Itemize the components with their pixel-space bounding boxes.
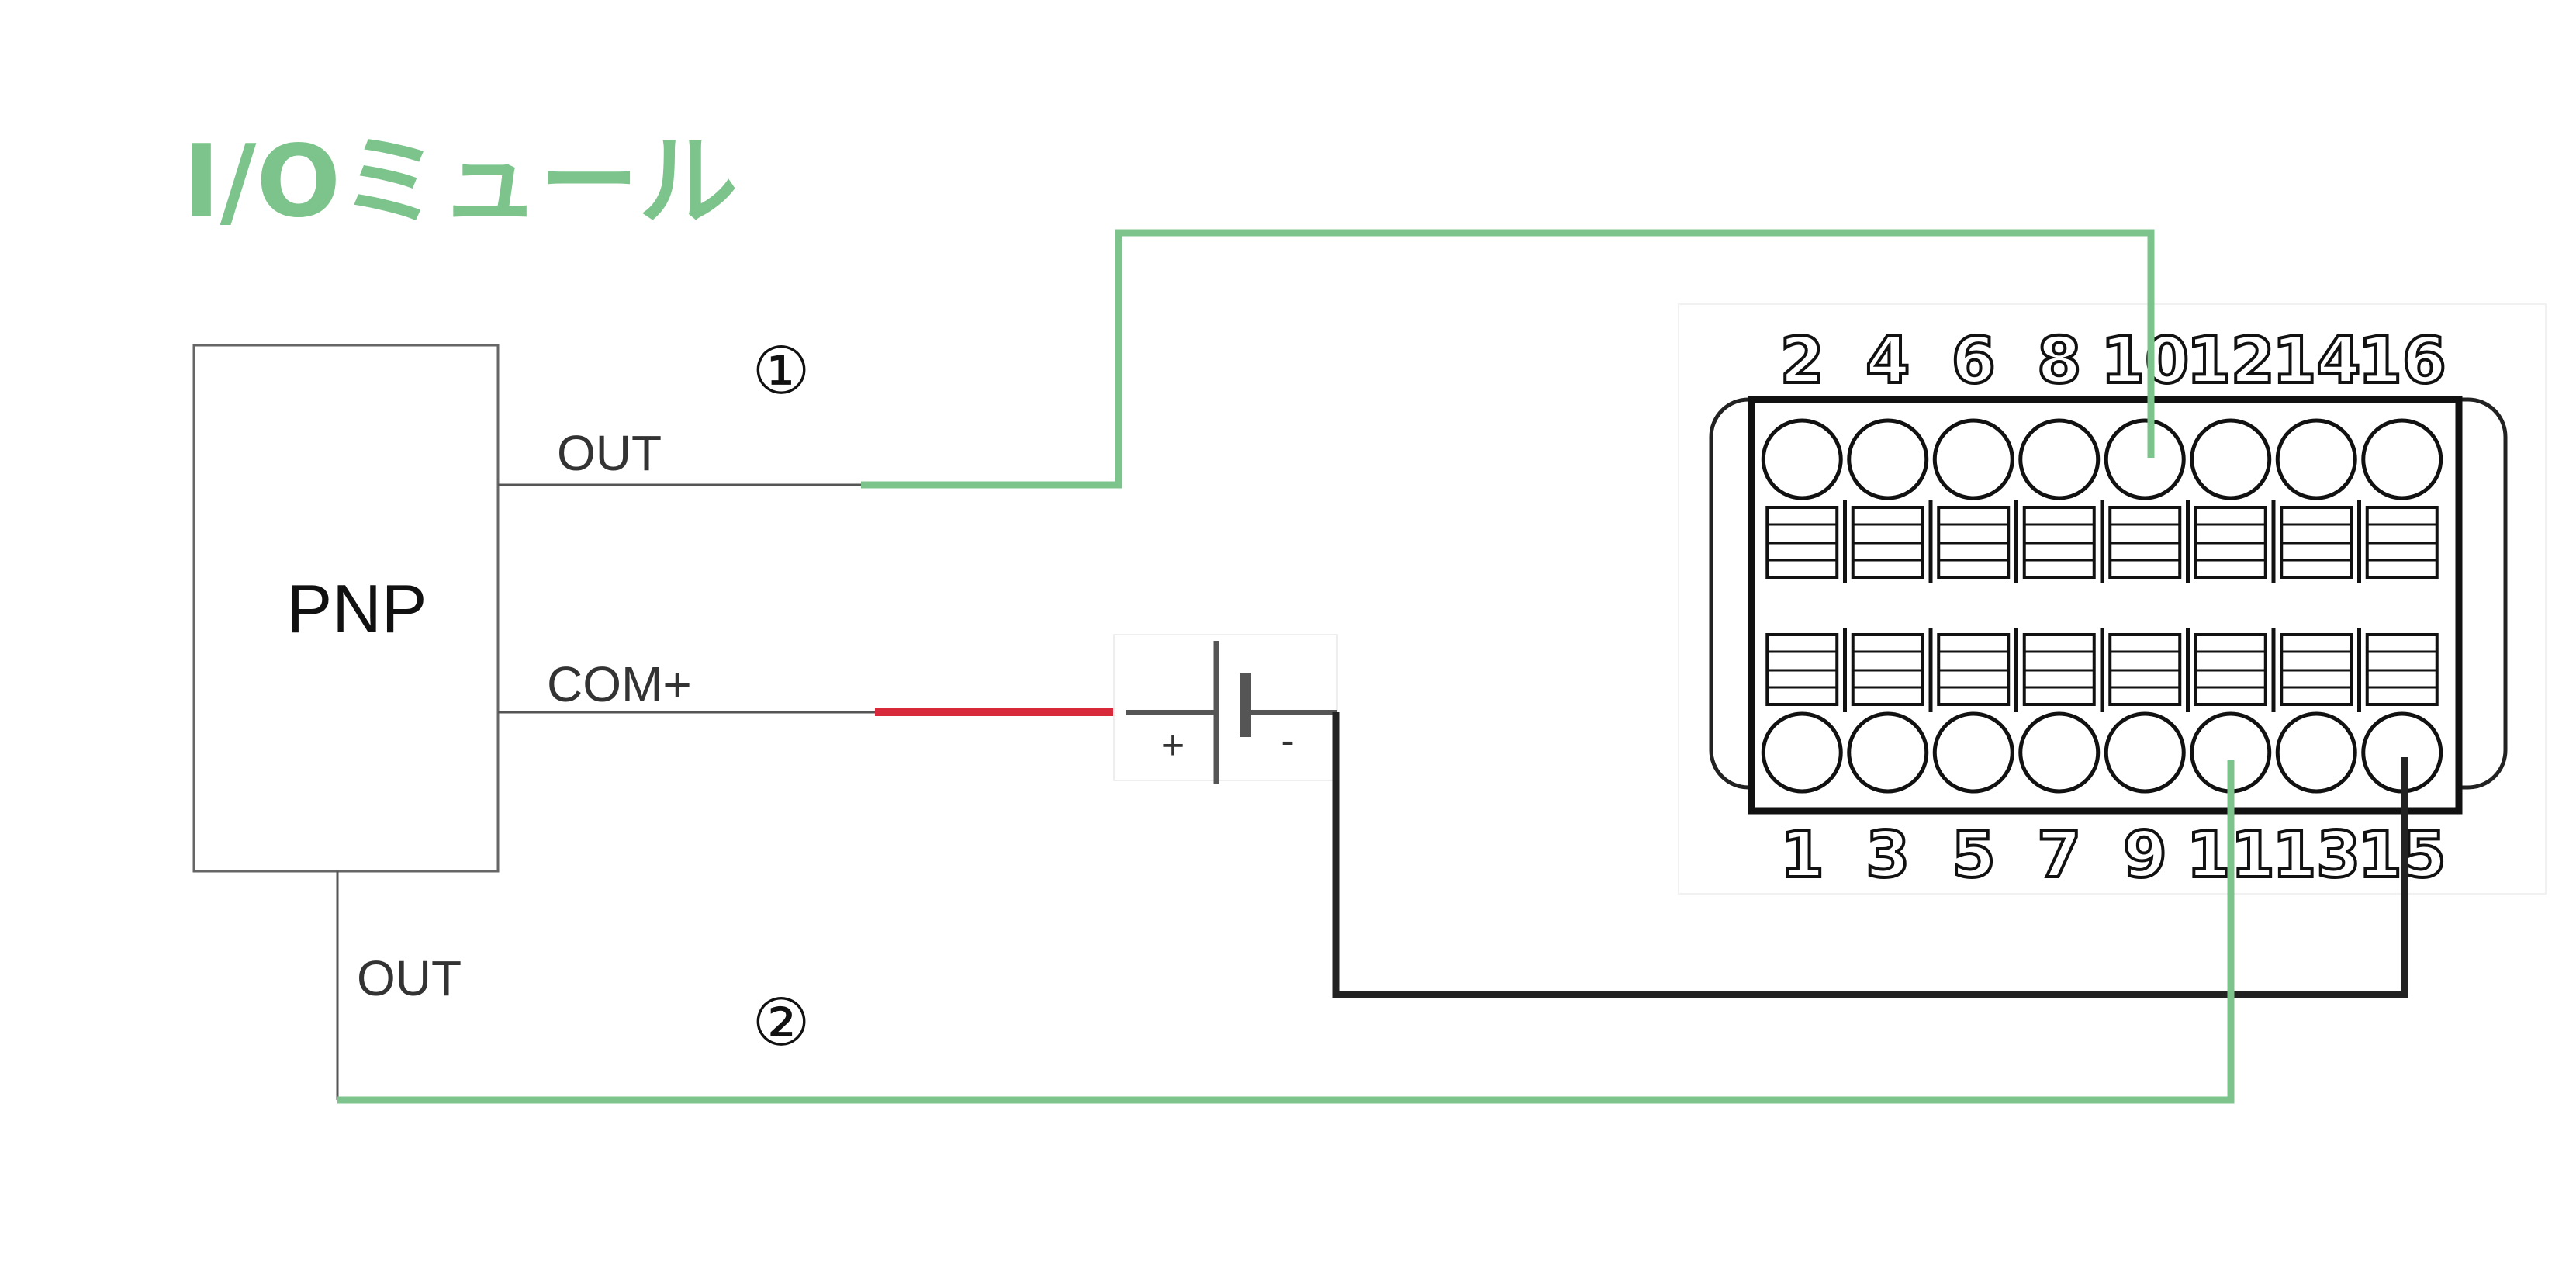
battery-minus-label: -	[1281, 718, 1294, 763]
out-bottom-label: OUT	[357, 950, 462, 1006]
terminal-number-top: 8	[2037, 324, 2081, 398]
pnp-sensor-box	[192, 344, 500, 873]
terminal-number-top: 4	[1865, 324, 1910, 398]
terminal-number-bottom: 7	[2037, 818, 2081, 892]
terminal-number-bottom: 5	[1952, 818, 1996, 892]
out-top-label: OUT	[557, 425, 662, 481]
sensor-type-label: PNP	[287, 570, 427, 647]
terminal-number-top: 6	[1952, 324, 1996, 398]
terminal-screw-top	[1847, 418, 1929, 500]
terminal-screw-bottom	[1847, 711, 1929, 794]
terminal-screw-top	[2104, 418, 2186, 500]
terminal-number-bottom: 3	[1865, 818, 1910, 892]
terminal-number-top: 2	[1780, 324, 1824, 398]
com-label: COM+	[547, 656, 692, 712]
marker-1: ①	[752, 334, 810, 407]
terminal-screw-top	[1761, 418, 1843, 500]
terminal-number-top: 16	[2358, 324, 2446, 398]
terminal-number-top: 14	[2272, 324, 2360, 398]
terminal-screw-top	[2275, 418, 2357, 500]
terminal-screw-bottom	[2018, 711, 2101, 794]
terminal-screw-bottom	[1761, 711, 1843, 794]
terminal-number-top: 12	[2187, 324, 2275, 398]
terminal-number-bottom: 13	[2272, 818, 2360, 892]
terminal-screw-bottom	[2104, 711, 2186, 794]
terminal-screw-top	[2018, 418, 2101, 500]
terminal-screw-top	[2361, 418, 2443, 500]
battery: + -	[1113, 634, 1338, 784]
page-title: I/Oミュール	[183, 124, 738, 240]
terminal-screw-bottom	[1932, 711, 2014, 794]
terminal-number-bottom: 9	[2123, 818, 2167, 892]
terminal-number-bottom: 1	[1780, 818, 1824, 892]
terminal-screw-top	[1932, 418, 2014, 500]
marker-2: ②	[752, 986, 810, 1059]
terminal-number-top: 10	[2101, 324, 2189, 398]
terminal-screw-top	[2190, 418, 2272, 500]
terminal-screw-bottom	[2275, 711, 2357, 794]
battery-plus-label: +	[1161, 723, 1184, 768]
